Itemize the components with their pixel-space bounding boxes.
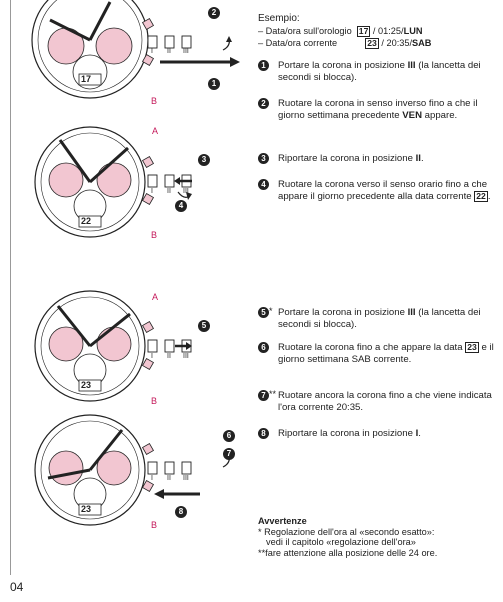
crown-label-b: B (151, 96, 158, 106)
example-time: / 20:35/ (381, 38, 413, 48)
example-row-watch: – Data/ora sull'orologio 17 / 01:25/LUN (258, 26, 422, 37)
step-marker: 6 (223, 430, 235, 442)
step-text: Ruotare la corona verso il senso orario … (278, 179, 491, 202)
watch-illustration (31, 0, 240, 99)
example-row-current: – Data/ora corrente 23 / 20:35/SAB (258, 38, 431, 49)
date-window: 23 (81, 380, 92, 390)
step-number: 3 (258, 153, 269, 164)
date-box: 17 (356, 26, 371, 37)
crown-label-a: A (152, 126, 159, 136)
date-window: 17 (81, 74, 92, 84)
step-marker: 5 (198, 320, 210, 332)
date-window: 23 (81, 504, 92, 514)
step-marker: 4 (175, 200, 187, 212)
warning-line: * Regolazione dell'ora al «secondo esatt… (258, 526, 435, 537)
crown-label-b: B (151, 230, 158, 240)
step-marker: 3 (198, 154, 210, 166)
example-weekday: SAB (412, 38, 432, 48)
step-text: Riportare la corona in posizione II. (278, 153, 424, 164)
example-time: / 01:25/ (372, 26, 404, 36)
left-rule (10, 0, 11, 575)
example-weekday: LUN (403, 26, 423, 36)
step-text: Ruotare ancora la corona fino a che vien… (278, 390, 492, 413)
crown-pos-label: I (151, 48, 153, 55)
crown-pos-label: I (151, 353, 153, 360)
warning-box: Avvertenze * Regolazione dell'ora al «se… (258, 516, 498, 558)
watch-illustration (34, 290, 192, 402)
date-box: 23 (365, 38, 379, 49)
crown-pos-label: I (151, 475, 153, 482)
step-marker: 2 (208, 7, 220, 19)
step-text: Ruotare la corona fino a che appare la d… (278, 342, 494, 365)
watch-illustration (34, 414, 232, 526)
crown-label-a: A (152, 292, 159, 302)
step-number: 6 (258, 342, 269, 353)
step-footnote-mark: * (269, 306, 273, 316)
watch-diagram-1: 17 I II III 2 1 B (30, 0, 260, 122)
step-text: Riportare la corona in posizione I. (278, 428, 421, 439)
step-number: 5 (258, 307, 269, 318)
crown-pos-label: II (167, 48, 171, 55)
watch-illustration (34, 126, 192, 238)
crown-pos-label: III (183, 48, 189, 55)
step-text: Portare la corona in posizione III (la l… (278, 307, 481, 330)
crown-label-b: B (151, 396, 158, 406)
example-title: Esempio: (258, 13, 300, 24)
warning-line: vedi il capitolo «regolazione dell'ora» (266, 537, 416, 548)
step-text: Ruotare la corona in senso inverso fino … (278, 98, 478, 121)
date-window: 22 (81, 216, 92, 226)
step-number: 7 (258, 390, 269, 401)
warning-title: Avvertenze (258, 516, 307, 526)
step-number: 1 (258, 60, 269, 71)
crown-pos-label: III (183, 475, 189, 482)
step-footnote-mark: ** (269, 389, 277, 399)
step-number: 2 (258, 98, 269, 109)
step-number: 8 (258, 428, 269, 439)
warning-line: **fare attenzione alla posizione delle 2… (258, 547, 438, 558)
watch-diagram-2: A 22 I II III 3 4 B (30, 120, 260, 242)
step-text: Portare la corona in posizione III (la l… (278, 60, 481, 83)
crown-pos-label: II (167, 475, 171, 482)
crown-pos-label: II (167, 188, 171, 195)
page-number: 04 (10, 580, 24, 594)
step-marker: 8 (175, 506, 187, 518)
step-number: 4 (258, 179, 269, 190)
crown-pos-label: III (183, 353, 189, 360)
crown-label-b: B (151, 520, 158, 530)
step-marker: 1 (208, 78, 220, 90)
watch-diagram-3: A 23 I II III 5 B (30, 288, 260, 410)
example-label: – Data/ora sull'orologio (258, 26, 352, 36)
crown-pos-label: II (167, 353, 171, 360)
crown-pos-label: III (183, 188, 189, 195)
example-label: – Data/ora corrente (258, 38, 338, 48)
step-marker: 7 (223, 448, 235, 460)
crown-pos-label: I (151, 188, 153, 195)
watch-diagram-4: 23 I II III 6 7 8 B (30, 412, 260, 534)
